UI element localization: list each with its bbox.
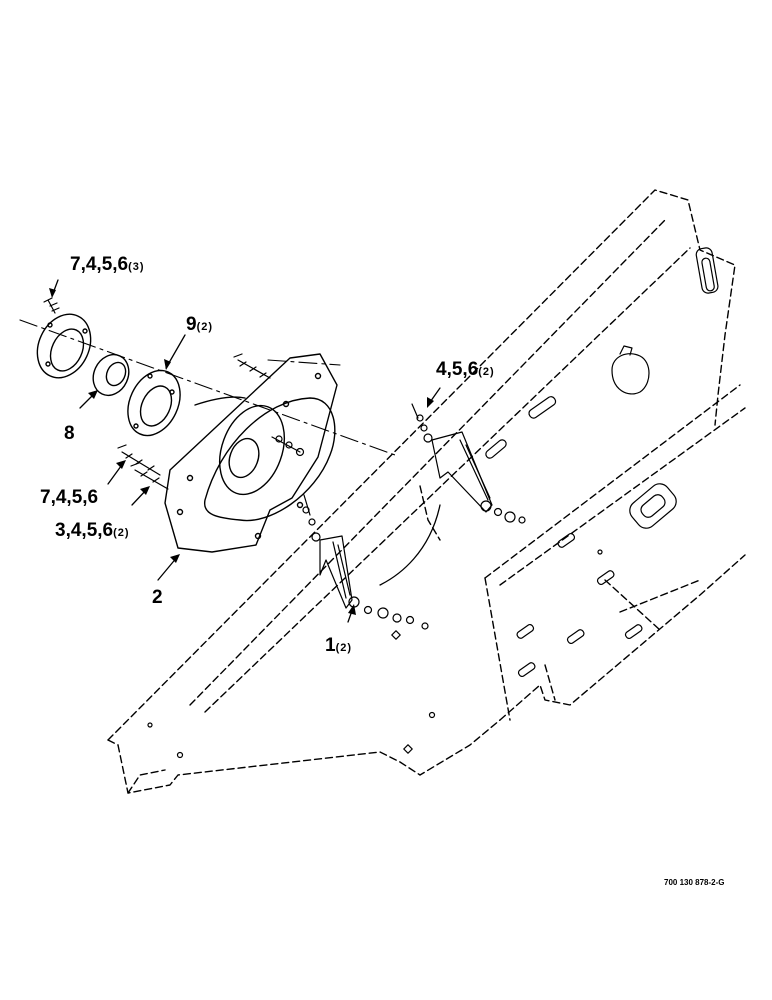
callout-7-4-5-6: 7,4,5,6 xyxy=(40,488,98,507)
callout-qty-text: (2) xyxy=(113,527,130,539)
frame-outline xyxy=(107,189,746,794)
callout-main-text: 2 xyxy=(152,587,163,608)
callout-9-qty2: 9(2) xyxy=(186,315,213,334)
tensioner-lower xyxy=(302,494,429,630)
flange-ring-left xyxy=(36,313,92,379)
frame-holes xyxy=(147,247,719,759)
callout-main-text: 3,4,5,6 xyxy=(55,520,114,541)
arrow-heads xyxy=(49,288,434,615)
callout-main-text: 7,4,5,6 xyxy=(40,487,99,508)
center-axis xyxy=(19,319,396,456)
drawing-number: 700 130 878-2-G xyxy=(664,878,725,887)
flange-ring-9 xyxy=(127,369,181,437)
callout-qty-text: (2) xyxy=(478,366,495,378)
bolts xyxy=(43,297,305,490)
callout-main-text: 7,4,5,6 xyxy=(70,254,129,275)
callout-8: 8 xyxy=(64,424,75,443)
callout-main-text: 8 xyxy=(64,423,75,444)
callout-3-4-5-6-qty2: 3,4,5,6(2) xyxy=(55,521,130,540)
callout-4-5-6-qty2: 4,5,6(2) xyxy=(436,360,495,379)
callout-7-4-5-6-qty3: 7,4,5,6(3) xyxy=(70,255,145,274)
callout-qty-text: (2) xyxy=(335,642,353,654)
callout-main-text: 9 xyxy=(186,314,197,335)
callout-main-text: 1 xyxy=(325,635,336,656)
tensioner-upper xyxy=(411,403,526,524)
bearing-plate xyxy=(164,353,338,553)
callout-qty-text: (3) xyxy=(128,261,145,273)
leader-arrows xyxy=(51,279,441,623)
callout-2: 2 xyxy=(152,588,163,607)
callout-1-qty2: 1(2) xyxy=(325,636,352,655)
callout-qty-text: (2) xyxy=(196,321,214,333)
callout-main-text: 4,5,6 xyxy=(436,359,479,380)
